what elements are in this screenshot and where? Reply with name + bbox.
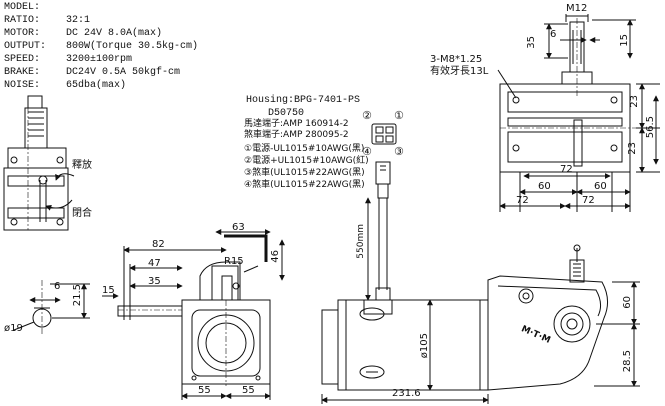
housing-line-1: Housing:BPG-7401-PS (246, 95, 361, 106)
dim-dia-19: ø19 (4, 323, 23, 334)
pin-label-2: ② (362, 109, 372, 122)
wiring-line-4: ④煞車(UL1015#22AWG(黑) (244, 180, 365, 190)
wiring-line-3: ③煞車(UL1015#22AWG(黑) (244, 168, 365, 178)
dim-72-left: 72 (516, 195, 529, 206)
dim-46: 46 (270, 250, 281, 263)
dim-15-top: 15 (619, 34, 630, 47)
housing-line-2: D50750 (268, 108, 305, 119)
dim-72-inner: 72 (560, 164, 573, 175)
front-view-flange (102, 229, 285, 400)
dim-56-5: 56.5 (645, 116, 656, 139)
dim-35-front: 35 (148, 276, 161, 287)
dim-23-upper: 23 (629, 95, 640, 108)
housing-line-3: 馬達端子:AMP 160914-2 (244, 119, 349, 129)
dim-dia-105: ø105 (419, 333, 430, 359)
dim-231-6: 231.6 (392, 388, 421, 399)
main-side-view (321, 244, 640, 404)
pin-label-1: ① (394, 109, 404, 122)
side-view-brake (3, 95, 75, 231)
spec-row-noise: NOISE:65dba(max) (4, 80, 127, 91)
dim-60-left: 60 (538, 181, 551, 192)
dim-55-right: 55 (242, 385, 255, 396)
housing-line-4: 煞車端子:AMP 280095-2 (244, 130, 349, 140)
spec-row-speed: SPEED:3200±100rpm (4, 54, 133, 65)
dim-28-5: 28.5 (622, 350, 633, 373)
brake-release-label: 釋放 (72, 160, 92, 171)
cable-length-label: 550mm (356, 224, 366, 259)
shaft-end-detail (13, 280, 90, 334)
wiring-line-1: ①電源-UL1015#10AWG(黑) (244, 144, 365, 154)
spec-row-brake: BRAKE:DC24V 0.5A 50kgf-cm (4, 67, 181, 78)
brake-engage-label: 閉合 (72, 208, 92, 219)
thread-note-line-1: 3-M8*1.25 (430, 54, 483, 65)
dim-82: 82 (152, 239, 165, 250)
dim-35-top: 35 (526, 36, 537, 49)
dim-15-front: 15 (102, 285, 115, 296)
thread-note-line-2: 有效牙長13L (430, 66, 489, 77)
top-view-gearbox (497, 14, 660, 212)
spec-row-model: MODEL: (4, 2, 41, 13)
pin-label-3: ③ (394, 145, 404, 158)
dim-60-right: 60 (594, 181, 607, 192)
dim-63: 63 (232, 222, 245, 233)
spec-row-ratio: RATIO:32:1 (4, 15, 91, 26)
dim-21-5: 21.5 (72, 284, 83, 307)
dim-r15: R15 (224, 256, 244, 267)
wiring-line-2: ②電源+UL1015#10AWG(紅) (244, 156, 369, 166)
dim-47: 47 (148, 258, 161, 269)
spec-row-motor: MOTOR:DC 24V 8.0A(max) (4, 28, 163, 39)
dim-23-lower: 23 (627, 142, 638, 155)
pin-label-4: ④ (362, 145, 372, 158)
dim-m12: M12 (566, 3, 588, 14)
spec-row-output: OUTPUT:800W(Torque 30.5kg-cm) (4, 41, 199, 52)
dim-55-left: 55 (198, 385, 211, 396)
dim-6-top: 6 (550, 29, 557, 40)
dim-6-shaft: 6 (54, 281, 61, 292)
dim-72-right: 72 (582, 195, 595, 206)
dim-60-side: 60 (622, 296, 633, 309)
